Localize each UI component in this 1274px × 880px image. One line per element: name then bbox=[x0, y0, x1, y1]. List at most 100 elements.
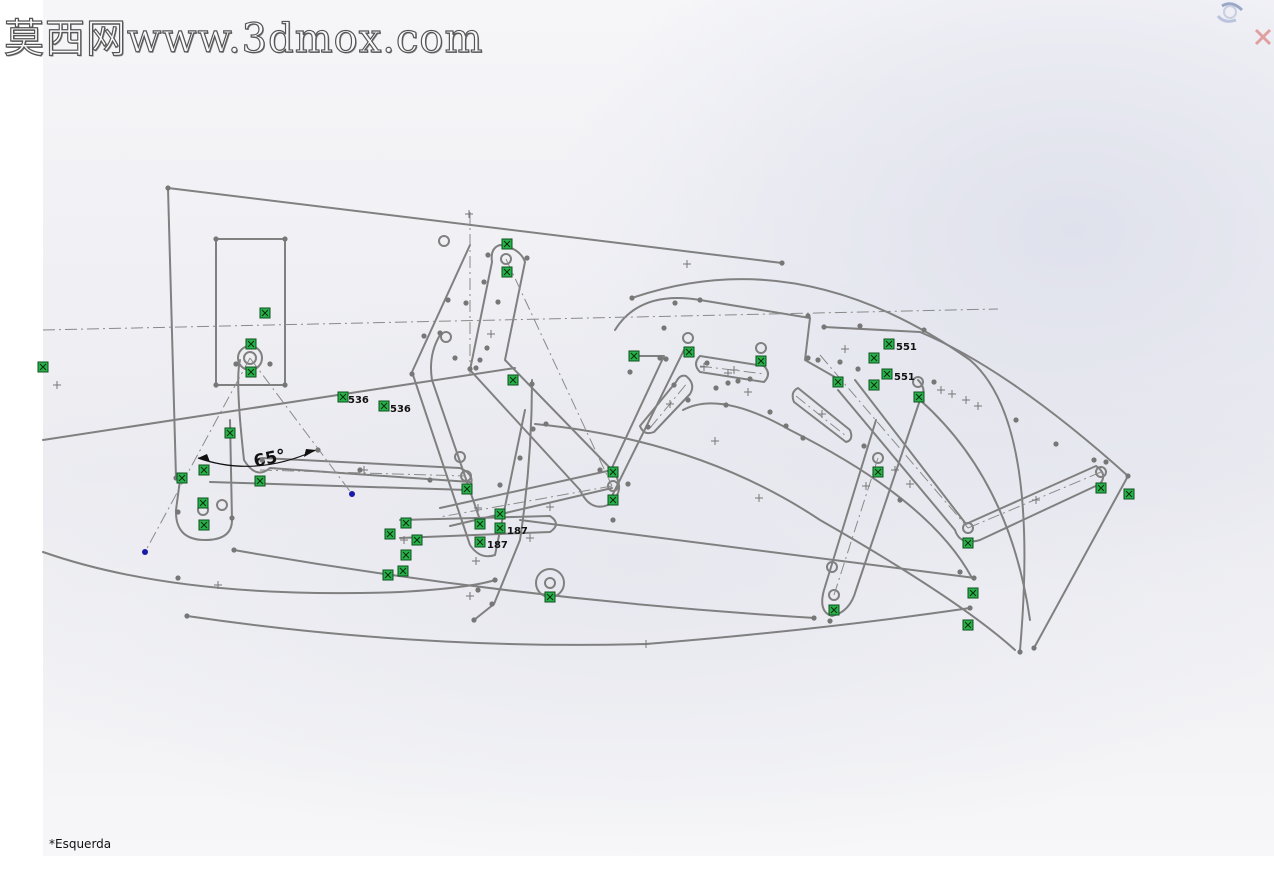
relation-marker-icon[interactable] bbox=[544, 591, 556, 603]
sketch-link-upper[interactable] bbox=[609, 355, 665, 473]
sketch-link-central[interactable] bbox=[469, 244, 620, 508]
relation-marker-icon[interactable] bbox=[881, 368, 893, 380]
relation-marker-icon[interactable] bbox=[872, 466, 884, 478]
relation-marker-icon[interactable] bbox=[37, 361, 49, 373]
rebuild-icon[interactable] bbox=[1216, 2, 1244, 23]
angle-dimension[interactable]: 65° bbox=[197, 446, 317, 472]
sketch-arc-large[interactable] bbox=[631, 278, 1026, 651]
sketch-circle[interactable] bbox=[1095, 466, 1107, 478]
relation-markers[interactable] bbox=[37, 238, 1135, 631]
sketch-profile-left[interactable] bbox=[167, 187, 177, 479]
sketch-circle[interactable] bbox=[755, 342, 767, 354]
sketch-link-arm[interactable] bbox=[237, 359, 471, 483]
relation-marker-icon[interactable] bbox=[494, 508, 506, 520]
dimension-label-551b[interactable]: 551 bbox=[894, 372, 915, 383]
dimension-label-551a[interactable]: 551 bbox=[896, 342, 917, 353]
relation-marker-icon[interactable] bbox=[607, 494, 619, 506]
relation-marker-icon[interactable] bbox=[1123, 488, 1135, 500]
sketch-link-lever-inner[interactable] bbox=[430, 334, 481, 521]
dimension-label-536b[interactable]: 536 bbox=[390, 404, 411, 415]
sketch-link-vertical[interactable] bbox=[821, 379, 925, 617]
relation-marker-icon[interactable] bbox=[397, 565, 409, 577]
relation-marker-icon[interactable] bbox=[198, 519, 210, 531]
sketch-link-lever[interactable] bbox=[411, 244, 526, 558]
relation-marker-icon[interactable] bbox=[507, 374, 519, 386]
sketch-circle[interactable] bbox=[682, 332, 694, 344]
sketch-rectangle[interactable] bbox=[215, 238, 286, 386]
sketch-circle[interactable] bbox=[828, 589, 840, 601]
relation-marker-icon[interactable] bbox=[628, 350, 640, 362]
relation-marker-icon[interactable] bbox=[883, 338, 895, 350]
sketch-link-arm-2[interactable] bbox=[209, 457, 473, 491]
relation-marker-icon[interactable] bbox=[755, 355, 767, 367]
sketch-circle[interactable] bbox=[912, 376, 924, 388]
relation-marker-icon[interactable] bbox=[176, 472, 188, 484]
relation-marker-icon[interactable] bbox=[868, 352, 880, 364]
relation-marker-icon[interactable] bbox=[337, 391, 349, 403]
sketch-line-right-3[interactable] bbox=[519, 519, 976, 579]
sketch-profile-top[interactable] bbox=[167, 187, 783, 264]
relation-marker-icon[interactable] bbox=[400, 549, 412, 561]
sketch-arc-right[interactable] bbox=[919, 399, 1031, 621]
relation-marker-icon[interactable] bbox=[962, 537, 974, 549]
relation-marker-icon[interactable] bbox=[962, 619, 974, 631]
relation-marker-icon[interactable] bbox=[411, 534, 423, 546]
relation-marker-icon[interactable] bbox=[198, 464, 210, 476]
relation-marker-icon[interactable] bbox=[967, 587, 979, 599]
relation-marker-icon[interactable] bbox=[494, 522, 506, 534]
dimension-label-187a[interactable]: 187 bbox=[507, 526, 528, 537]
sketch-line-right[interactable] bbox=[439, 469, 613, 509]
sketch-link-lever-right[interactable] bbox=[473, 379, 533, 621]
relation-marker-icon[interactable] bbox=[607, 466, 619, 478]
sketch-arc-inner[interactable] bbox=[614, 297, 841, 381]
close-icon[interactable] bbox=[1254, 28, 1272, 46]
relation-marker-icon[interactable] bbox=[683, 346, 695, 358]
relation-marker-icon[interactable] bbox=[1095, 482, 1107, 494]
sketch-arc-slope[interactable] bbox=[682, 402, 973, 579]
sketch-slot-a[interactable] bbox=[695, 355, 769, 383]
sketch-arc-mid[interactable] bbox=[534, 423, 1016, 651]
sketch-long-lower[interactable] bbox=[233, 549, 816, 619]
sketch-circle[interactable] bbox=[962, 522, 974, 534]
relation-marker-icon[interactable] bbox=[400, 517, 412, 529]
relation-marker-icon[interactable] bbox=[501, 266, 513, 278]
relation-marker-icon[interactable] bbox=[378, 400, 390, 412]
sketch-bracket-left[interactable] bbox=[174, 419, 233, 541]
relation-marker-icon[interactable] bbox=[474, 518, 486, 530]
relation-marker-icon[interactable] bbox=[197, 497, 209, 509]
sketch-line-right-2[interactable] bbox=[449, 487, 613, 527]
sketch-circle[interactable] bbox=[454, 451, 466, 463]
relation-marker-icon[interactable] bbox=[868, 379, 880, 391]
sketch-circle[interactable] bbox=[544, 577, 556, 589]
relation-marker-icon[interactable] bbox=[913, 391, 925, 403]
sketch-slot-b[interactable] bbox=[639, 374, 694, 435]
relation-marker-icon[interactable] bbox=[474, 536, 486, 548]
sketch-curve-lower[interactable] bbox=[42, 551, 496, 595]
sketch-bottom-curve[interactable] bbox=[186, 607, 971, 646]
relation-marker-icon[interactable] bbox=[259, 307, 271, 319]
sketch-arc-outer[interactable] bbox=[823, 326, 1129, 649]
relation-marker-icon[interactable] bbox=[832, 376, 844, 388]
relation-marker-icon[interactable] bbox=[382, 569, 394, 581]
relation-marker-icon[interactable] bbox=[254, 475, 266, 487]
sketch-circle[interactable] bbox=[438, 235, 450, 247]
relation-marker-icon[interactable] bbox=[461, 483, 473, 495]
dimension-label-536a[interactable]: 536 bbox=[348, 395, 369, 406]
sketch-circle[interactable] bbox=[440, 331, 452, 343]
sketch-geometry[interactable] bbox=[42, 187, 1129, 651]
relation-marker-icon[interactable] bbox=[828, 604, 840, 616]
sketch-circle[interactable] bbox=[826, 561, 838, 573]
sketch-curve-upper[interactable] bbox=[42, 367, 516, 441]
sketch-slot-c[interactable] bbox=[791, 387, 853, 443]
relation-marker-icon[interactable] bbox=[224, 427, 236, 439]
dimension-labels[interactable]: 536 536 187 187 551 551 bbox=[348, 342, 917, 551]
relation-marker-icon[interactable] bbox=[245, 338, 257, 350]
sketch-circle[interactable] bbox=[500, 253, 512, 265]
relation-marker-icon[interactable] bbox=[245, 366, 257, 378]
sketch-circle[interactable] bbox=[872, 452, 884, 464]
dimension-label-187b[interactable]: 187 bbox=[487, 540, 508, 551]
sketch-circle[interactable] bbox=[243, 351, 257, 365]
sketch-circle[interactable] bbox=[216, 499, 228, 511]
relation-marker-icon[interactable] bbox=[384, 528, 396, 540]
